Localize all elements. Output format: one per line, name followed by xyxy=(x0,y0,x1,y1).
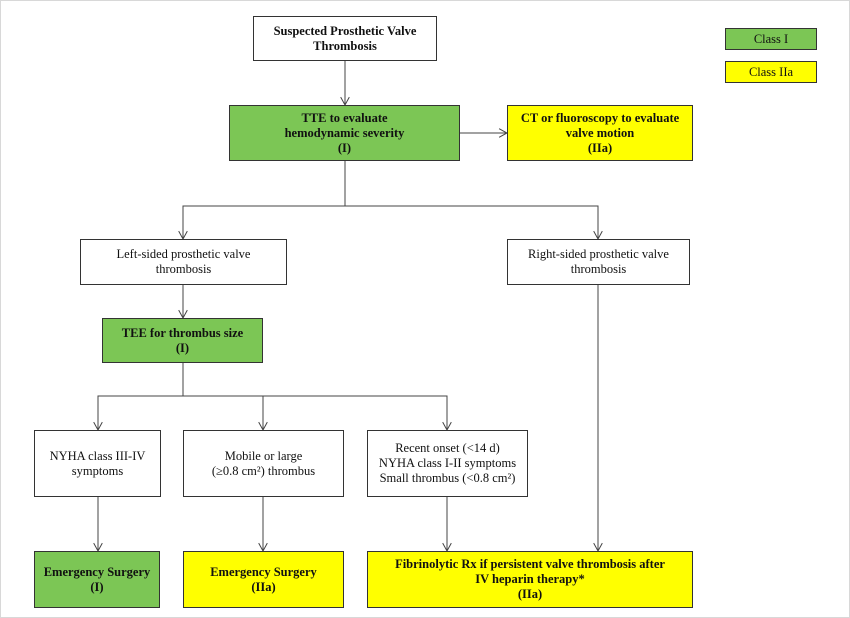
node-text-line: hemodynamic severity xyxy=(284,125,405,140)
node-text-line: TTE to evaluate xyxy=(301,110,388,125)
node-text-line: Recent onset (<14 d) xyxy=(395,441,500,455)
connector-tee-to-mobile-large xyxy=(183,395,268,432)
node-text-line: Thrombosis xyxy=(313,38,377,53)
node-text-line: NYHA class I-II symptoms xyxy=(378,456,517,470)
node-recent-onset: Recent onset (<14 d)NYHA class I-II symp… xyxy=(367,430,528,497)
connector-suspected-pvt-to-tte xyxy=(340,61,350,107)
node-text-line: Emergency Surgery xyxy=(210,564,317,579)
connector-nyha-3-4-to-surgery-i xyxy=(93,497,103,553)
node-text-line: (IIa) xyxy=(587,140,613,155)
connector-tte-to-right-sided xyxy=(345,205,603,241)
connector-tee-to-recent-onset xyxy=(263,395,452,432)
node-text-line: Suspected Prosthetic Valve xyxy=(273,23,417,38)
node-text-line: TEE for thrombus size xyxy=(121,325,244,340)
node-text-line: IV heparin therapy* xyxy=(475,572,585,586)
node-text-line: CT or fluoroscopy to evaluate xyxy=(520,110,680,125)
connector-mobile-large-to-surgery-iia xyxy=(258,497,268,553)
node-text-line: (I) xyxy=(175,340,190,355)
node-surgery-iia: Emergency Surgery(IIa) xyxy=(183,551,344,608)
node-text-line: symptoms xyxy=(71,463,124,478)
node-surgery-i: Emergency Surgery(I) xyxy=(34,551,160,608)
node-text-line: valve motion xyxy=(565,125,635,140)
node-text-line: Mobile or large xyxy=(224,448,303,463)
node-text-line: Small thrombus (<0.8 cm²) xyxy=(379,471,516,485)
node-text-line: Left-sided prosthetic valve xyxy=(116,247,251,261)
connector-tte-to-ct-fluoro xyxy=(460,128,509,138)
node-tee: TEE for thrombus size(I) xyxy=(102,318,263,363)
node-mobile-large: Mobile or large(≥0.8 cm²) thrombus xyxy=(183,430,344,497)
connector-left-sided-to-tee xyxy=(178,285,188,320)
node-text-line: (I) xyxy=(337,140,352,155)
node-text-line: Emergency Surgery xyxy=(43,564,151,579)
legend-class-i: Class I xyxy=(725,28,817,50)
connector-recent-onset-to-fibrinolytic xyxy=(442,497,452,553)
legend-label: Class I xyxy=(753,31,789,46)
node-text-line: Fibrinolytic Rx if persistent valve thro… xyxy=(395,557,665,571)
legend-class-iia: Class IIa xyxy=(725,61,817,83)
node-text-line: Right-sided prosthetic valve xyxy=(528,247,669,261)
node-text-line: (IIa) xyxy=(517,587,543,601)
legend-label: Class IIa xyxy=(748,64,794,79)
node-text-line: NYHA class III-IV xyxy=(49,448,146,463)
node-text-line: thrombosis xyxy=(155,262,212,276)
node-text-line: (I) xyxy=(90,579,104,594)
node-text-line: (IIa) xyxy=(251,579,276,594)
node-text-line: (≥0.8 cm²) thrombus xyxy=(211,463,316,478)
node-fibrinolytic: Fibrinolytic Rx if persistent valve thro… xyxy=(367,551,693,608)
connector-tte-to-left-sided xyxy=(178,161,346,241)
connector-tee-to-nyha-3-4 xyxy=(93,363,184,432)
node-text-line: thrombosis xyxy=(570,262,627,276)
connector-right-sided-to-fibrinolytic xyxy=(593,285,603,553)
